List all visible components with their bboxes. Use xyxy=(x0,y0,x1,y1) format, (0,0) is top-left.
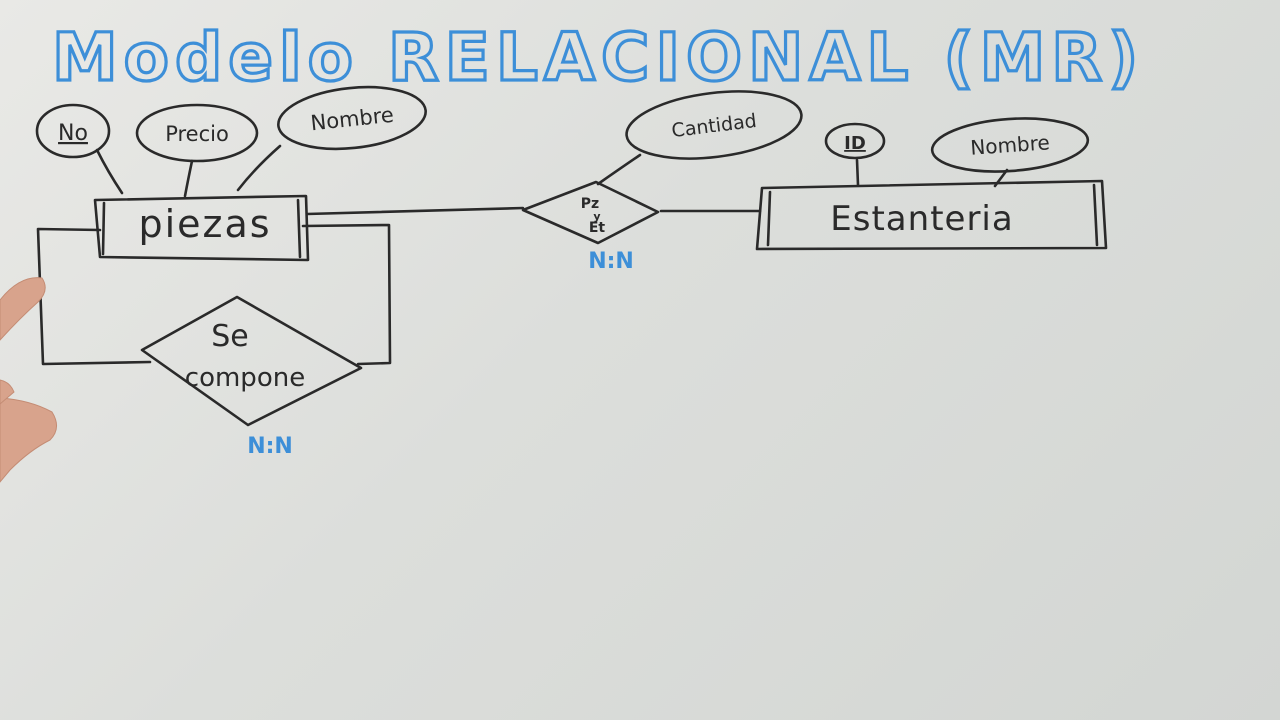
attribute-nombre-estanteria: Nombre xyxy=(930,117,1090,173)
attribute-nombre-piezas-label: Nombre xyxy=(309,103,394,136)
attribute-nombre-estanteria-label: Nombre xyxy=(970,130,1051,159)
relationship-se-compone: Se compone xyxy=(140,295,363,427)
connector-nombre-piezas xyxy=(236,144,282,192)
attribute-id-label: ID xyxy=(844,133,866,154)
cardinality-pz-et: N:N xyxy=(588,249,634,274)
connector-precio-piezas xyxy=(183,159,194,198)
attribute-precio: Precio xyxy=(135,103,259,163)
connector-id-estanteria xyxy=(855,158,860,187)
relationship-pz-et-label-line2: y xyxy=(593,210,600,223)
connector-no-piezas xyxy=(95,148,124,195)
connector-piezas-se-compone-right xyxy=(301,223,392,366)
entity-estanteria: Estanteria xyxy=(755,179,1108,251)
relationship-pz-et: Pz y Et xyxy=(521,180,660,245)
entity-piezas-label: piezas xyxy=(138,202,271,246)
connector-piezas-pz-et xyxy=(305,206,525,216)
relationship-pz-et-label-line3: Et xyxy=(589,220,606,236)
relationship-pz-et-label-line1: Pz xyxy=(581,196,599,212)
diagram-title: Modelo RELACIONAL (MR) xyxy=(52,19,1144,96)
relationship-se-compone-label-line2: compone xyxy=(185,363,305,393)
attribute-precio-label: Precio xyxy=(165,122,229,146)
connector-cantidad-pz-et xyxy=(596,153,642,186)
connector-piezas-se-compone-left xyxy=(36,227,152,366)
presenter-hand xyxy=(0,277,57,483)
attribute-no-label: No xyxy=(58,121,88,146)
entity-estanteria-label: Estanteria xyxy=(830,199,1013,239)
entity-piezas: piezas xyxy=(93,194,310,262)
cardinality-se-compone: N:N xyxy=(247,434,293,459)
relationship-se-compone-label-line1: Se xyxy=(211,319,249,354)
attribute-no: No xyxy=(35,103,111,159)
attribute-cantidad-label: Cantidad xyxy=(670,110,757,142)
attribute-id: ID xyxy=(824,122,886,160)
